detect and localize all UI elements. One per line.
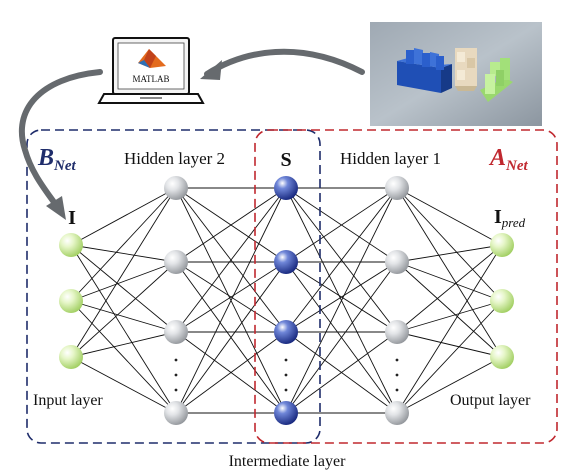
connection-line — [396, 244, 503, 263]
hidden2-node — [164, 401, 188, 425]
connection-line — [285, 187, 398, 414]
connection-line — [285, 187, 398, 333]
hidden-layer-1-label: Hidden layer 1 — [340, 149, 441, 168]
intermediate-layer-label: Intermediate layer — [229, 453, 346, 470]
hidden1-node — [385, 320, 409, 344]
connection-line — [70, 187, 177, 246]
hidden2-ellipsis — [174, 358, 178, 392]
connection-line — [70, 331, 177, 358]
connection-line — [396, 187, 503, 246]
a-net-label: ANet — [488, 145, 529, 174]
connection-line — [175, 187, 287, 333]
connection-line — [396, 300, 503, 414]
s-node — [274, 320, 298, 344]
connection-line — [175, 261, 287, 414]
hidden1-node — [385, 176, 409, 200]
connection-line — [396, 300, 503, 333]
matlab-laptop-icon: MATLAB — [97, 37, 205, 104]
connection-line — [70, 244, 177, 333]
s-label: S — [280, 149, 291, 171]
connection-line — [285, 261, 398, 414]
connection-line — [396, 244, 503, 414]
photo-to-laptop-arrow — [204, 48, 365, 77]
output-layer-label: Output layer — [450, 392, 531, 409]
output-node — [490, 345, 514, 369]
s-node — [274, 250, 298, 274]
connection-line — [70, 187, 177, 358]
printed-objects-photo — [370, 22, 542, 126]
connection-line — [70, 187, 177, 302]
connection-line — [396, 187, 503, 358]
connection-line — [175, 187, 287, 414]
hidden2-node — [164, 176, 188, 200]
hidden2-node — [164, 320, 188, 344]
blue-block-icon — [397, 48, 452, 93]
connection-line — [285, 261, 398, 333]
connection-line — [70, 261, 177, 302]
connection-line — [70, 356, 177, 414]
s-layer-ellipsis — [284, 358, 288, 392]
connection-lines — [70, 187, 503, 414]
connection-line — [70, 300, 177, 333]
output-symbol-label: Ipred — [494, 206, 526, 230]
laptop-to-input-arrow — [18, 69, 103, 211]
output-node — [490, 233, 514, 257]
connection-line — [175, 187, 287, 263]
connection-line — [396, 261, 503, 302]
a-net-region — [254, 129, 558, 444]
hidden-layer-2-label: Hidden layer 2 — [124, 149, 225, 168]
input-node — [59, 289, 83, 313]
laptop-to-input-arrowhead — [46, 196, 66, 220]
input-symbol-label: I — [68, 207, 76, 229]
connection-line — [285, 331, 398, 414]
photo-to-laptop-arrowhead — [200, 60, 222, 80]
input-layer-label: Input layer — [33, 392, 103, 409]
s-node — [274, 401, 298, 425]
connection-line — [70, 261, 177, 358]
connection-line — [70, 244, 177, 263]
b-net-label: BNet — [37, 145, 77, 174]
connection-line — [175, 331, 287, 414]
connection-line — [175, 261, 287, 333]
hidden1-node — [385, 250, 409, 274]
hidden2-node — [164, 250, 188, 274]
input-node — [59, 233, 83, 257]
connection-line — [396, 261, 503, 358]
b-net-region — [26, 129, 321, 444]
beige-block-icon — [455, 48, 477, 91]
connection-line — [285, 187, 398, 263]
connection-line — [70, 244, 177, 414]
connection-line — [70, 300, 177, 414]
hidden1-ellipsis — [395, 358, 399, 392]
input-node — [59, 345, 83, 369]
network-nodes — [59, 176, 514, 425]
laptop-label: MATLAB — [132, 74, 169, 84]
green-block-icon — [480, 58, 513, 102]
hidden1-node — [385, 401, 409, 425]
s-node — [274, 176, 298, 200]
connection-line — [396, 331, 503, 358]
connection-line — [396, 356, 503, 414]
connection-line — [396, 187, 503, 302]
output-node — [490, 289, 514, 313]
connection-line — [396, 244, 503, 333]
matlab-logo-icon — [138, 49, 166, 68]
